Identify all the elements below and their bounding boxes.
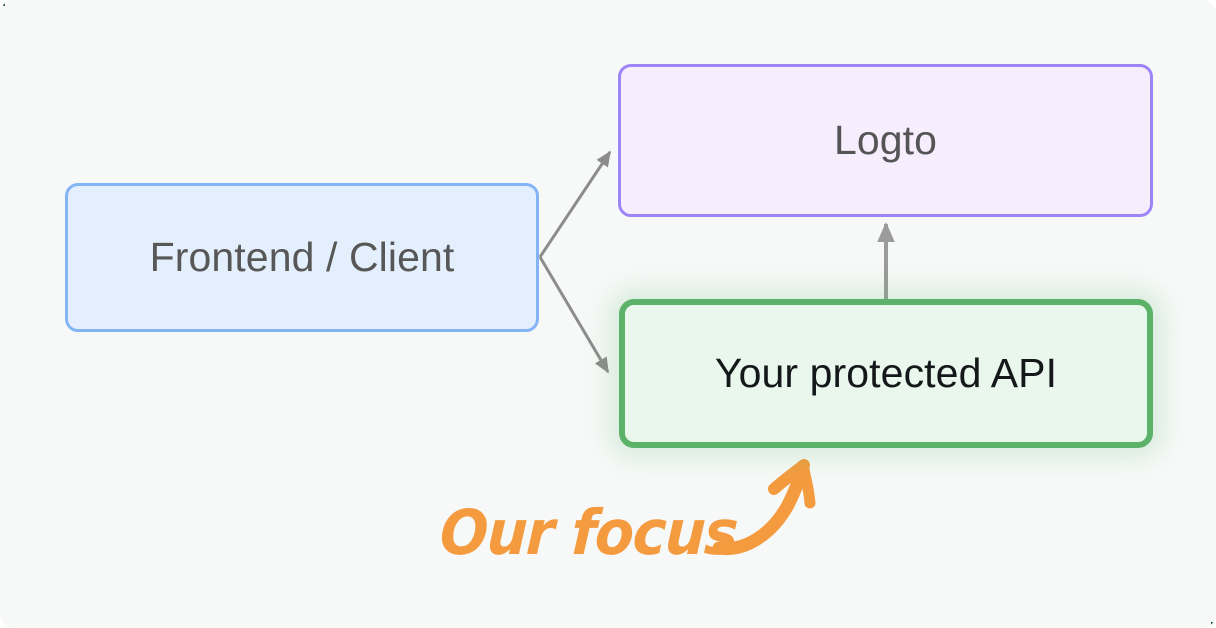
node-frontend-client-label: Frontend / Client xyxy=(149,233,455,280)
node-your-protected-api[interactable]: Your protected API xyxy=(619,299,1153,448)
node-logto[interactable]: Logto xyxy=(618,64,1153,217)
edge-frontend-to-api xyxy=(538,256,610,374)
edge-frontend-to-logto xyxy=(538,150,612,258)
node-frontend-client[interactable]: Frontend / Client xyxy=(65,183,539,332)
annotation-our-focus: Our focus xyxy=(438,496,739,569)
node-logto-label: Logto xyxy=(833,116,938,163)
node-your-protected-api-label: Your protected API xyxy=(714,349,1058,396)
corner-artifact-bottom-right xyxy=(1211,622,1216,628)
corner-artifact-top-left xyxy=(0,0,5,6)
